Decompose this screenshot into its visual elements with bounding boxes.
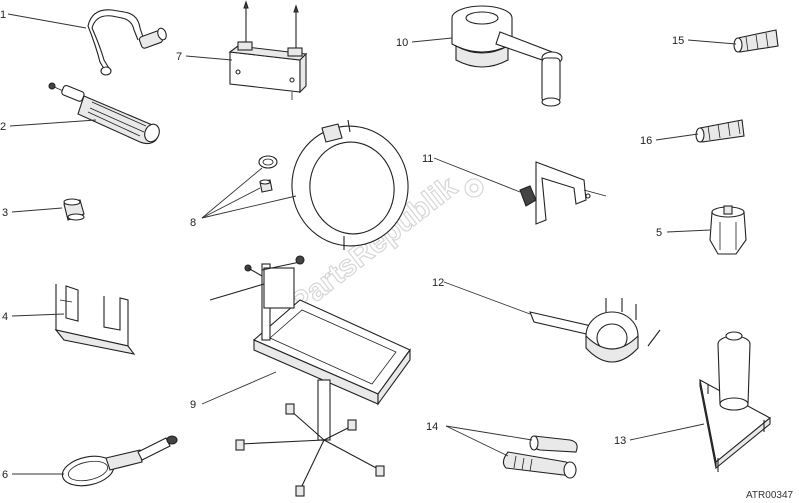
callout-12: 12: [432, 277, 444, 289]
part-9-engine-stand: [209, 255, 411, 497]
part-2-driver-handle: [48, 82, 160, 145]
watermark-gear-icon: [464, 178, 484, 198]
part-7-pin-plate: [228, 0, 308, 100]
part-14-plugs: [502, 435, 578, 479]
callout-5: 5: [656, 227, 662, 239]
callout-15: 15: [672, 35, 684, 47]
part-16-pin: [695, 119, 745, 143]
callout-9: 9: [190, 399, 196, 411]
part-1-hook-tool: [87, 9, 167, 76]
part-13-base-plate: [699, 331, 771, 472]
callout-14: 14: [426, 421, 438, 433]
part-6-strap-wrench: [61, 435, 178, 487]
part-3-bush: [63, 198, 85, 221]
callout-4: 4: [2, 311, 8, 323]
callout-13: 13: [614, 435, 626, 447]
part-11-bracket-tool: [519, 161, 607, 225]
part-4-bracket: [54, 284, 136, 355]
callout-7: 7: [176, 51, 182, 63]
callout-3: 3: [2, 207, 8, 219]
callout-6: 6: [2, 469, 8, 481]
part-8-ring-set: [258, 119, 409, 250]
callout-16: 16: [640, 135, 652, 147]
part-10-holder-tool: [451, 5, 563, 107]
part-5-collet: [709, 205, 747, 255]
callout-11: 11: [422, 153, 433, 165]
part-12-timing-tool: [529, 298, 661, 363]
callout-2: 2: [0, 121, 6, 133]
callout-8: 8: [190, 217, 196, 229]
callout-1: 1: [0, 9, 6, 21]
callout-10: 10: [396, 37, 408, 49]
leader-lines: [7, 13, 737, 475]
part-15-pin: [733, 29, 779, 53]
callout-labels: 1 2 3 4 5 6 7 8 9 10 11 12 13 14 15 16: [0, 9, 684, 481]
reference-code: ATR00347: [746, 490, 794, 501]
